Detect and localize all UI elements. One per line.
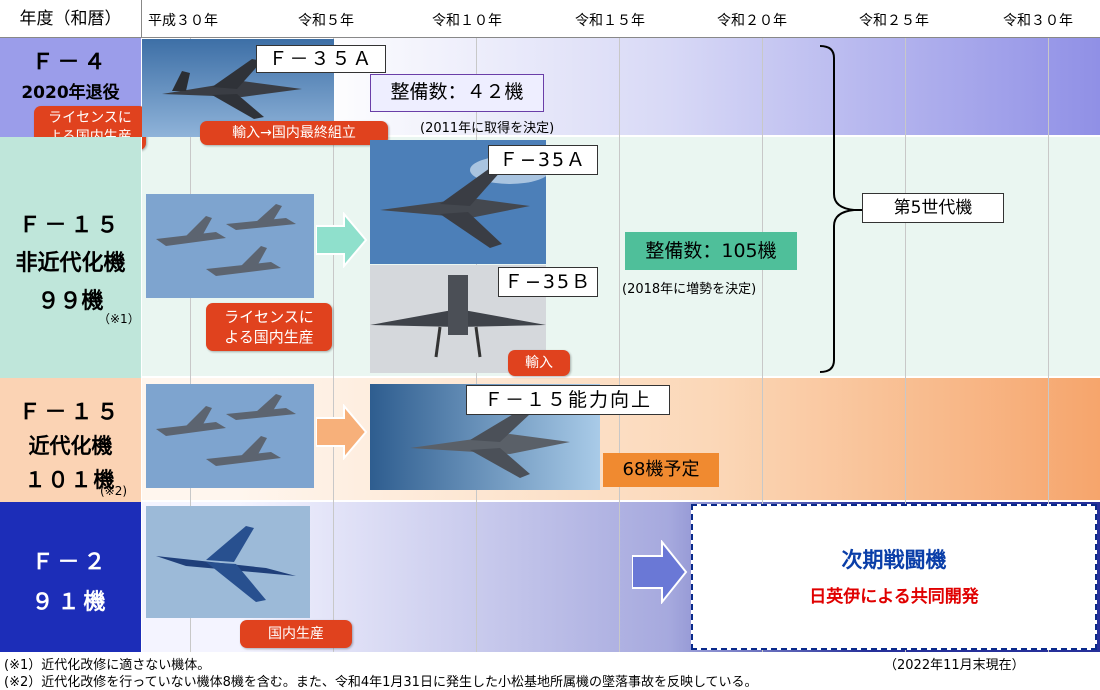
arrow-right-icon bbox=[315, 211, 368, 269]
arrow-right-icon bbox=[315, 403, 368, 461]
f15-formation-icon bbox=[146, 194, 314, 298]
grid-line bbox=[762, 38, 763, 652]
f15-mod-count: １０１機 bbox=[24, 468, 117, 492]
as-of-date: （2022年11月末現在） bbox=[884, 658, 1025, 673]
badge-line: ライセンスに bbox=[224, 308, 314, 326]
f15-non-count-box: 整備数：105機 bbox=[625, 232, 797, 270]
next-fighter-subtitle: 日英伊による共同開発 bbox=[809, 587, 979, 607]
f2-domestic-badge: 国内生産 bbox=[240, 620, 352, 648]
badge-line: ライセンスに bbox=[48, 110, 132, 126]
f2-photo bbox=[146, 506, 310, 618]
tick-r30: 令和３０年 bbox=[1003, 13, 1073, 29]
tick-r20: 令和２０年 bbox=[717, 13, 787, 29]
f2-jet-icon bbox=[146, 506, 310, 618]
footnote-2: (※2）近代化改修を行っていない機体8機を含む。また、令和4年1月31日に発生し… bbox=[4, 675, 758, 690]
f15-mod-subtitle: 近代化機 bbox=[28, 434, 113, 458]
f15-non-title: Ｆ－１５ bbox=[18, 213, 123, 238]
f15-mod-footnote-mark: (※2) bbox=[100, 484, 128, 498]
f4-replacement-model-box: Ｆ－３５Ａ bbox=[256, 45, 386, 73]
tick-r15: 令和１５年 bbox=[575, 13, 645, 29]
header-year-label: 年度（和暦） bbox=[0, 0, 142, 38]
grid-line bbox=[905, 38, 906, 652]
tick-r10: 令和１０年 bbox=[432, 13, 502, 29]
f2-count: ９１機 bbox=[31, 590, 110, 615]
f4-title: Ｆ－４ bbox=[31, 50, 110, 75]
f15-non-footnote-mark: （※1） bbox=[98, 312, 140, 326]
tick-h30: 平成３０年 bbox=[148, 13, 218, 29]
grid-line bbox=[333, 38, 334, 652]
f15-non-count: ９９機 bbox=[37, 289, 104, 314]
grid-line bbox=[190, 38, 191, 652]
f4-retire: 2020年退役 bbox=[21, 83, 120, 103]
arrow-right-icon bbox=[631, 539, 688, 605]
grid-line bbox=[1048, 38, 1049, 652]
f15-non-model-b-box: Ｆ−35Ｂ bbox=[498, 267, 598, 297]
f15-mod-planned-box: 68機予定 bbox=[603, 453, 719, 487]
f15-non-import-badge: 輸入 bbox=[508, 350, 570, 376]
label-f15-mod: Ｆ－１５ 近代化機 １０１機 bbox=[0, 378, 142, 502]
badge-line: よる国内生産 bbox=[224, 328, 314, 346]
f15-non-photo bbox=[146, 194, 314, 298]
footnote-1: (※1）近代化改修に適さない機体。 bbox=[4, 658, 211, 673]
f15-upgrade-box: Ｆ－１５能力向上 bbox=[466, 385, 670, 415]
next-fighter-box: 次期戦闘機 日英伊による共同開発 bbox=[691, 504, 1097, 650]
f15-non-license-badge: ライセンスに よる国内生産 bbox=[206, 303, 332, 351]
f15-non-model-a-box: Ｆ−35Ａ bbox=[488, 145, 598, 175]
tick-r5: 令和５年 bbox=[298, 13, 354, 29]
f15-mod-title: Ｆ－１５ bbox=[18, 400, 123, 425]
f2-title: Ｆ－２ bbox=[31, 550, 110, 575]
f4-import-badge: 輸入→国内最終組立 bbox=[200, 121, 388, 145]
f4-count-box: 整備数：４２機 bbox=[370, 74, 544, 112]
label-f15-non: Ｆ－１５ 非近代化機 ９９機 bbox=[0, 137, 142, 378]
f15-non-subtitle: 非近代化機 bbox=[15, 251, 126, 276]
label-f2: Ｆ－２ ９１機 bbox=[0, 502, 142, 652]
gen5-label-box: 第5世代機 bbox=[862, 193, 1004, 223]
f15-non-decision-note: (2018年に増勢を決定) bbox=[622, 282, 757, 297]
grid-line bbox=[619, 38, 620, 652]
f15-formation-icon bbox=[146, 384, 314, 488]
tick-r25: 令和２５年 bbox=[859, 13, 929, 29]
gen5-bracket bbox=[818, 44, 864, 374]
f15-mod-photo bbox=[146, 384, 314, 488]
f4-decision-note: (2011年に取得を決定) bbox=[420, 121, 555, 136]
next-fighter-title: 次期戦闘機 bbox=[841, 548, 947, 572]
timeline-header bbox=[0, 0, 1100, 38]
